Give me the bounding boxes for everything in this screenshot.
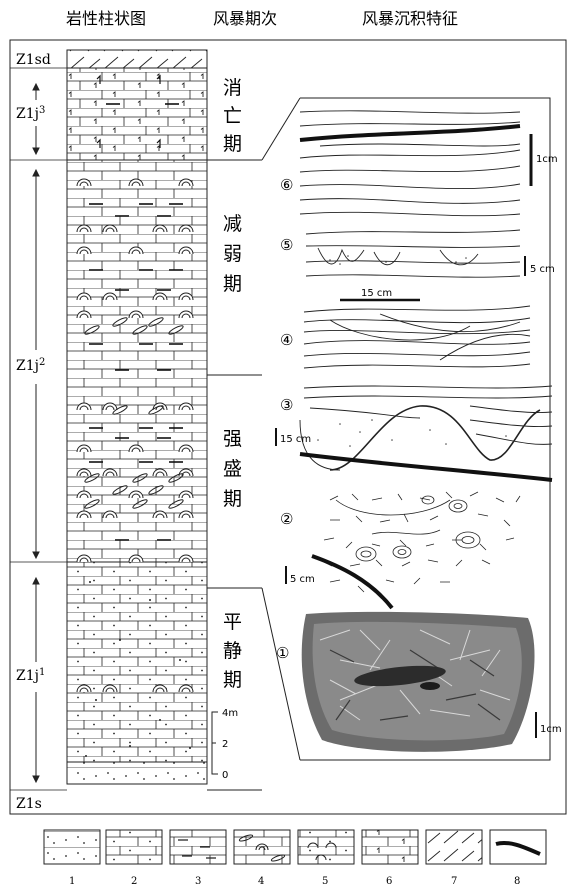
svg-text:期: 期: [223, 273, 242, 295]
unit-label-j3: Z1j3: [16, 105, 45, 123]
phase-header: 风暴期次: [213, 9, 277, 28]
svg-text:②: ②: [280, 510, 293, 528]
svg-text:①: ①: [276, 644, 289, 662]
svg-text:⑤: ⑤: [280, 236, 293, 254]
svg-text:⑥: ⑥: [280, 176, 293, 194]
legend-item-8: 8: [490, 830, 546, 887]
svg-text:盛: 盛: [223, 458, 242, 480]
svg-text:0: 0: [222, 770, 228, 781]
legend-item-1: 1: [44, 830, 100, 887]
period-decline: 消 亡 期: [223, 77, 242, 155]
features-header: 风暴沉积特征: [362, 9, 458, 28]
svg-text:5 cm: 5 cm: [530, 264, 555, 275]
svg-text:1cm: 1cm: [540, 724, 562, 735]
legend-item-4: 4: [234, 830, 290, 887]
thickness-scale-bar: 4m 2 0: [212, 708, 238, 781]
svg-text:弱: 弱: [223, 243, 242, 265]
panel-5: ⑤ 5 cm: [280, 230, 555, 277]
column-header: 岩性柱状图: [66, 9, 146, 28]
svg-text:1: 1: [69, 876, 75, 887]
panel-2: ② 5 cm: [280, 492, 520, 608]
svg-text:2: 2: [222, 739, 228, 750]
sand-dot-symbol: [85, 755, 87, 757]
layer-j2: [67, 160, 207, 562]
svg-text:亡: 亡: [223, 105, 242, 127]
legend-item-2: 2: [106, 830, 162, 887]
legend: 1 2 3 4 5 6 7: [44, 830, 546, 887]
sand-dot-symbol: [129, 745, 131, 747]
svg-text:消: 消: [223, 77, 242, 99]
connector-bottom: [262, 588, 300, 760]
legend-item-5: 5: [298, 830, 354, 887]
unit-label-sd: Z1sd: [16, 52, 51, 68]
svg-text:期: 期: [223, 488, 242, 510]
svg-text:3: 3: [195, 876, 201, 887]
svg-text:4: 4: [258, 876, 264, 887]
svg-text:强: 强: [223, 428, 242, 450]
sand-dot-symbol: [189, 747, 191, 749]
sand-dot-symbol: [149, 599, 151, 601]
svg-text:期: 期: [223, 669, 242, 691]
panel-1: ① 1cm: [276, 612, 562, 752]
sand-dot-symbol: [119, 639, 121, 641]
sedimentary-feature-panels: ⑥ 1cm ⑤: [276, 111, 562, 752]
layer-j1: [67, 562, 207, 762]
unit-label-j2: Z1j2: [16, 357, 45, 375]
unit-labels: Z1sd Z1j3 Z1j2 Z1j1 Z1s: [10, 52, 67, 814]
svg-text:5: 5: [322, 876, 328, 887]
panel-4: 15 cm ④: [280, 288, 530, 368]
period-column: 消 亡 期 减 弱 期 强 盛 期 平 静 期 4m 2 0: [207, 77, 262, 790]
connector-top: [262, 98, 300, 160]
layer-j3: [67, 68, 207, 160]
layer-s: [67, 762, 207, 784]
sand-dot-symbol: [179, 659, 181, 661]
svg-text:5 cm: 5 cm: [290, 574, 315, 585]
unit-label-s: Z1s: [16, 796, 42, 812]
svg-text:8: 8: [514, 876, 520, 887]
svg-text:静: 静: [223, 640, 242, 662]
legend-item-3: 3: [170, 830, 226, 887]
svg-text:期: 期: [223, 133, 242, 155]
svg-text:平: 平: [223, 611, 242, 633]
period-strong: 强 盛 期: [223, 428, 242, 510]
svg-text:7: 7: [451, 876, 457, 887]
svg-text:15 cm: 15 cm: [280, 434, 311, 445]
svg-text:1cm: 1cm: [536, 154, 558, 165]
svg-text:④: ④: [280, 331, 293, 349]
period-calm: 平 静 期: [223, 611, 242, 691]
panel-3: ③ 15 cm: [276, 386, 552, 480]
sand-dot-symbol: [159, 719, 161, 721]
legend-item-6: 6: [362, 830, 418, 887]
svg-text:2: 2: [131, 876, 137, 887]
svg-text:6: 6: [386, 876, 392, 887]
period-weakening: 减 弱 期: [223, 213, 242, 295]
sand-dot-symbol: [89, 581, 91, 583]
sand-dot-symbol: [95, 699, 97, 701]
svg-text:15 cm: 15 cm: [361, 288, 392, 299]
unit-label-j1: Z1j1: [16, 667, 45, 685]
lithologic-column: [67, 50, 207, 784]
svg-text:4m: 4m: [222, 708, 238, 719]
layer-dolomite-sd: [67, 50, 207, 68]
panel-6: ⑥ 1cm: [280, 111, 558, 216]
svg-text:减: 减: [223, 213, 242, 235]
svg-text:③: ③: [280, 396, 293, 414]
legend-item-7: 7: [426, 830, 482, 887]
